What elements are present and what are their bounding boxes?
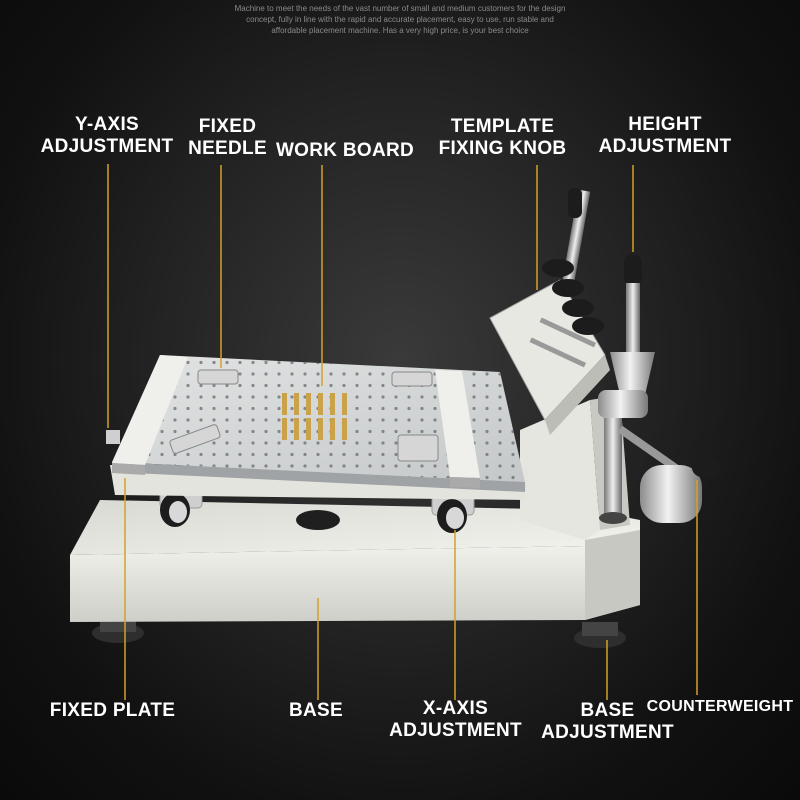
intro-line: affordable placement machine. Has a very… [271,26,529,35]
base-body [70,395,640,622]
height-adjustment-rod [598,255,655,524]
label-base: BASE [289,700,343,721]
base-feet [92,618,626,648]
intro-line: Machine to meet the needs of the vast nu… [234,4,566,13]
label-fixed-plate: FIXED PLATE [49,700,176,721]
label-work-board: WORK BOARD [275,140,415,161]
template-fixing-knobs [529,188,604,368]
brass-pins [282,393,347,440]
fixed-plate-rails [112,355,480,488]
intro-text: Machine to meet the needs of the vast nu… [0,3,800,36]
y-axis-knob [92,423,120,451]
intro-line: concept, fully in line with the rapid an… [246,15,554,24]
needle-holders [169,369,439,462]
leader-lines [107,164,698,700]
counterweight [617,425,720,523]
label-counterweight: COUNTERWEIGHT [646,698,794,715]
